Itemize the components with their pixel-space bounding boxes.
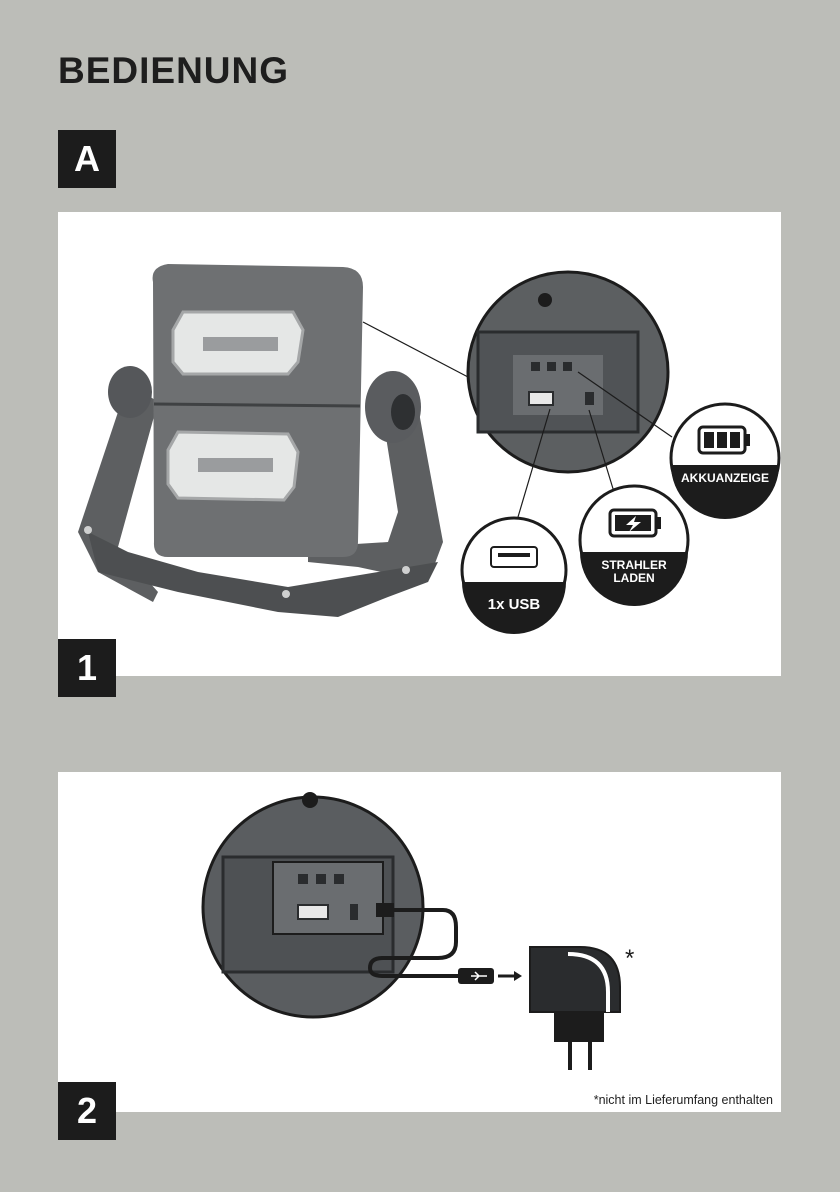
charge-label-line2: LADEN xyxy=(613,571,654,585)
adapter-prong-right xyxy=(588,1042,592,1070)
micro-usb-port-icon xyxy=(585,392,594,405)
footnote-asterisk: * xyxy=(625,945,634,972)
step-badge-2: 2 xyxy=(58,1082,116,1140)
charge-label-line1: STRAHLER xyxy=(601,558,667,572)
section-badge-a: A xyxy=(58,130,116,188)
work-light-illustration: 1x USB STRAHLER LADEN AKKUANZEIGE xyxy=(58,212,781,676)
footnote-text: *nicht im Lieferumfang enthalten xyxy=(594,1093,773,1107)
usb-port-icon xyxy=(529,392,553,405)
panel-step-2: * *nicht im Lieferumfang enthalten xyxy=(58,772,781,1112)
usb-label: 1x USB xyxy=(488,596,541,613)
battery-label: AKKUANZEIGE xyxy=(681,471,769,485)
light-housing xyxy=(153,264,363,557)
page-title: BEDIENUNG xyxy=(58,50,289,92)
charging-illustration: * xyxy=(58,772,781,1112)
micro-usb-port-icon-2 xyxy=(350,904,358,920)
panel-step-1: 1x USB STRAHLER LADEN AKKUANZEIGE xyxy=(58,212,781,676)
usb-port-icon-2 xyxy=(298,905,328,919)
adapter-prong-left xyxy=(568,1042,572,1070)
left-pivot-knob xyxy=(108,366,152,418)
step-badge-1: 1 xyxy=(58,639,116,697)
